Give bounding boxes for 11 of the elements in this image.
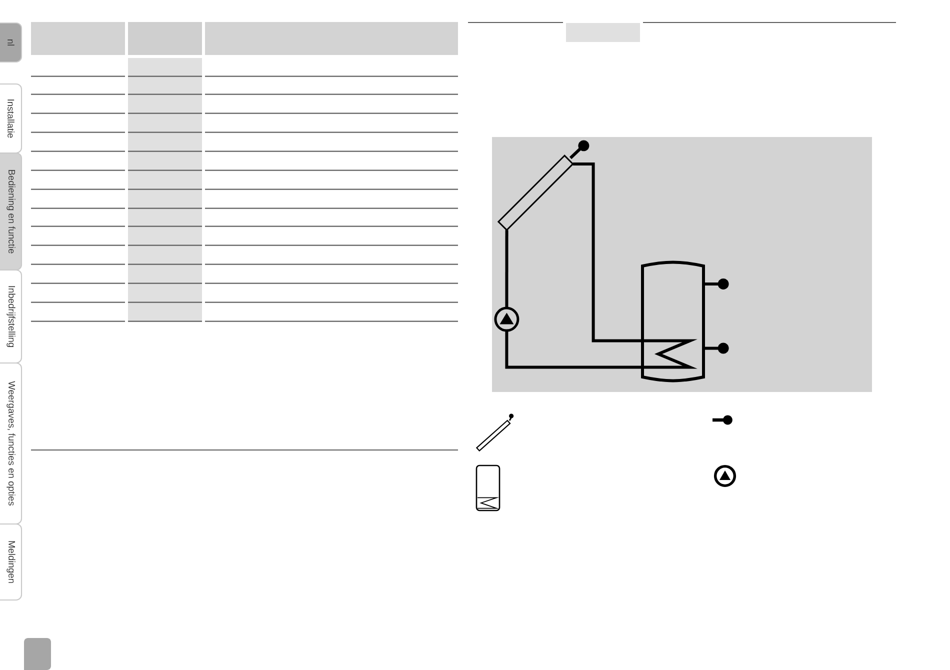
storage-tank [641,260,705,382]
pipe [505,330,642,369]
side-tab: nl [0,22,22,63]
side-tab: Inbedrijfstelling [0,269,22,364]
side-tab: Installatie [0,83,22,154]
pump-symbol [494,306,520,332]
side-tab: Meldingen [0,523,22,601]
solar-collector [497,154,574,232]
side-tab: Bediening en functie [0,152,22,271]
pipe [505,230,508,308]
pipe [572,162,642,342]
